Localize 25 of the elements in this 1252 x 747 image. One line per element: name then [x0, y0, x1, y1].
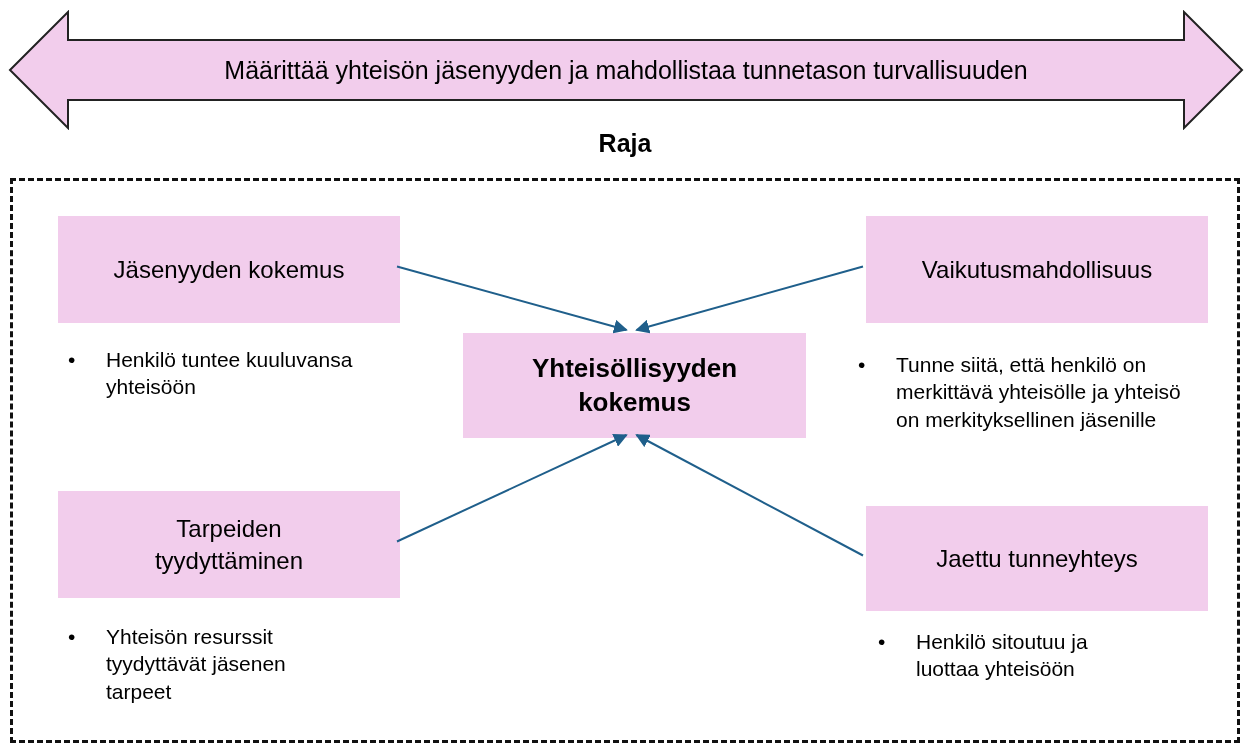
bullet-text: Tunne siitä, että henkilö on merkittävä yhteisölle ja yhteisö on merkityksellinen jäsenille [896, 352, 1182, 433]
arrow [396, 265, 628, 334]
bullet-marker: • [878, 629, 887, 655]
box-label: Yhteisöllisyyden kokemus [530, 351, 739, 419]
arrow [635, 265, 864, 334]
concept-box [58, 216, 400, 323]
box-label: Vaikutusmahdollisuus [921, 254, 1153, 285]
concept-box [463, 333, 806, 438]
concept-box [866, 216, 1208, 323]
arrow [635, 434, 864, 557]
arrow [396, 433, 628, 543]
box-label: Jäsenyyden kokemus [113, 254, 345, 285]
double-arrow-band [8, 10, 1244, 130]
concept-box [866, 506, 1208, 611]
band-text: Määrittää yhteisön jäsenyyden ja mahdollistaa tunnetason turvallisuuden [224, 55, 1028, 85]
box-label: Tarpeiden tyydyttäminen [153, 514, 305, 576]
bullet-text: Henkilö sitoutuu ja luottaa yhteisöön [916, 629, 1089, 683]
bullet-marker: • [68, 624, 77, 650]
box-label: Jaettu tunneyhteys [936, 543, 1138, 574]
bullet-text: Yhteisön resurssit tyydyttävät jäsenen tarpeet [106, 624, 287, 705]
bullet-marker: • [858, 352, 867, 378]
bullet-text: Henkilö tuntee kuuluvansa yhteisöön [106, 347, 354, 401]
boundary-title: Raja [597, 129, 653, 158]
bullet-marker: • [68, 347, 77, 373]
concept-box [58, 491, 400, 598]
